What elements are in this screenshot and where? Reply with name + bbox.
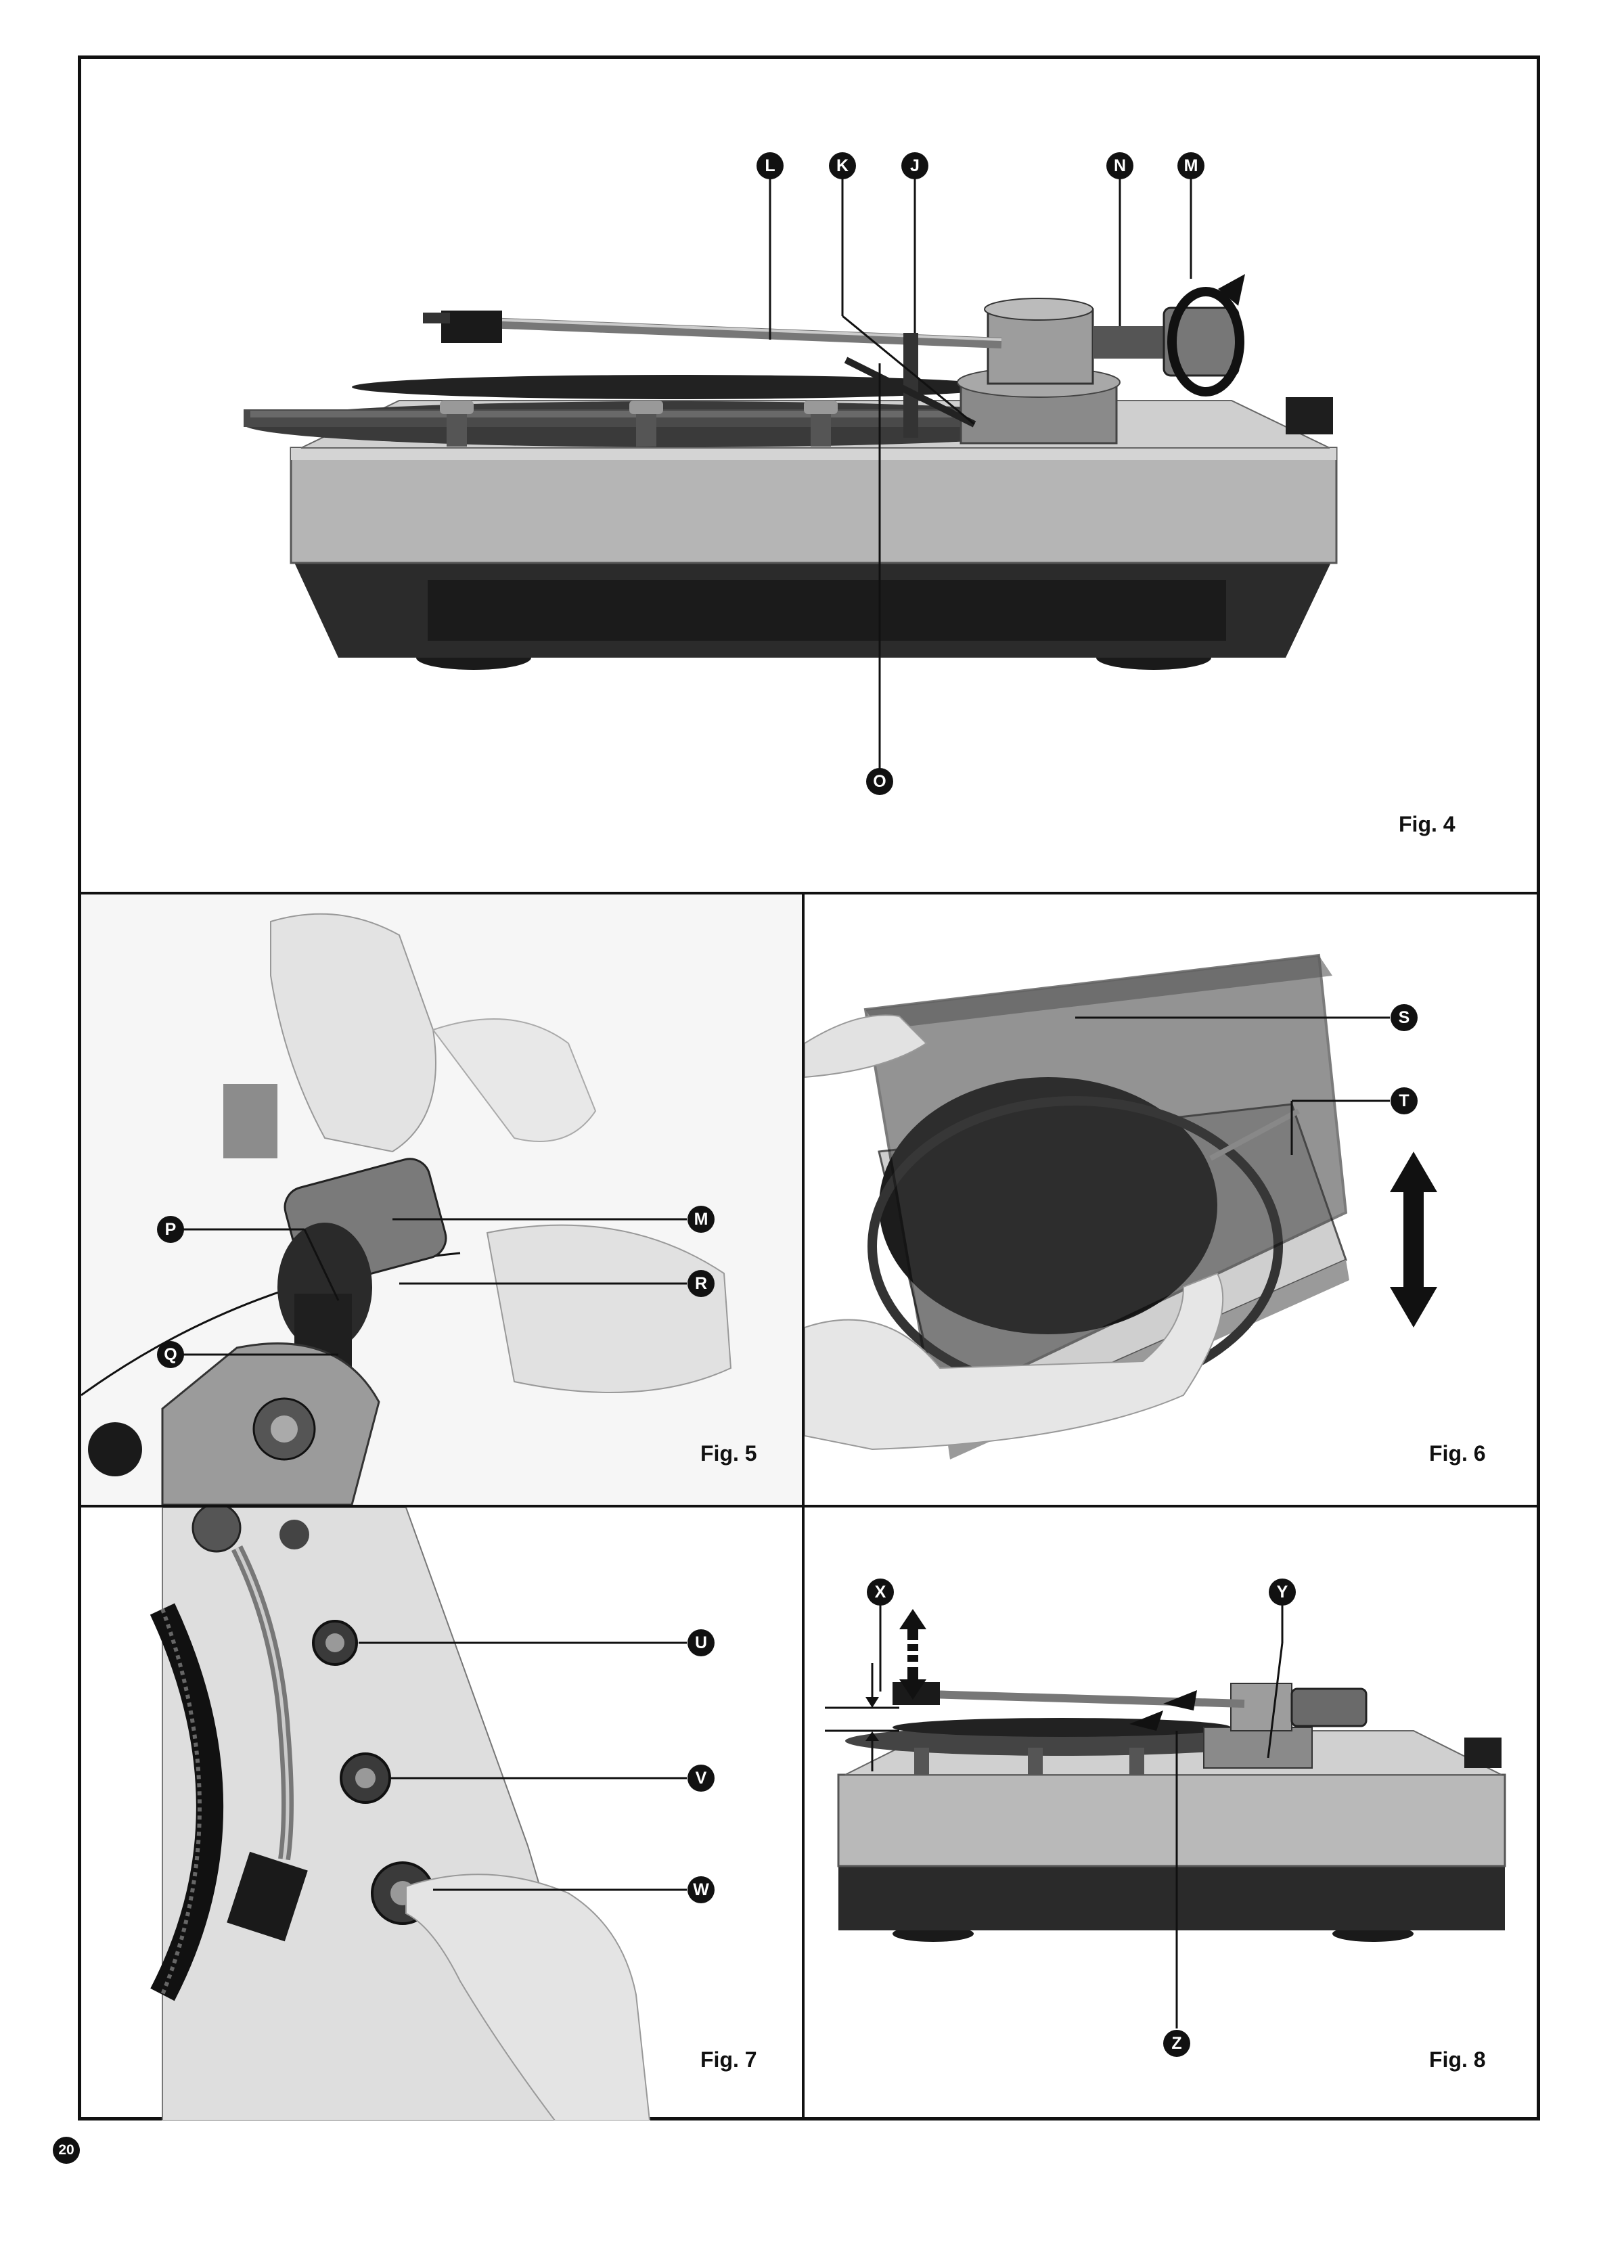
page-number: 20 bbox=[53, 2137, 80, 2164]
dust-cover-removal-illustration bbox=[805, 953, 1437, 1459]
figure-7-label: Fig. 7 bbox=[700, 2047, 757, 2072]
control-panel-top-view-illustration bbox=[150, 1507, 687, 2120]
figure-8-panel: X Y Z Fig. 8 bbox=[805, 1507, 1537, 2120]
callout-u: U bbox=[687, 1629, 715, 1656]
callout-p: P bbox=[157, 1216, 184, 1243]
figure-7-panel: U V W Fig. 7 bbox=[81, 1507, 802, 2120]
page-frame bbox=[78, 55, 1540, 2120]
callout-j: J bbox=[901, 152, 928, 179]
figure-5-panel: P M R Q Fig. 5 bbox=[81, 894, 802, 1505]
counterweight-adjustment-illustration bbox=[81, 894, 802, 1505]
callout-y: Y bbox=[1269, 1579, 1296, 1606]
callout-t: T bbox=[1391, 1087, 1418, 1114]
figure-6-panel: S T Fig. 6 bbox=[805, 894, 1537, 1505]
callout-q: Q bbox=[157, 1341, 184, 1368]
callout-m: M bbox=[1177, 152, 1204, 179]
figure-6-label: Fig. 6 bbox=[1429, 1441, 1486, 1466]
figure-4-panel: L K J N M O Fig. 4 bbox=[81, 59, 1537, 892]
callout-s: S bbox=[1391, 1004, 1418, 1031]
callout-r: R bbox=[687, 1270, 715, 1297]
figure-4-label: Fig. 4 bbox=[1399, 812, 1456, 836]
figure-5-label: Fig. 5 bbox=[700, 1441, 757, 1466]
callout-w: W bbox=[687, 1876, 715, 1903]
callout-n: N bbox=[1106, 152, 1133, 179]
callout-z: Z bbox=[1163, 2030, 1190, 2057]
callout-x: X bbox=[867, 1579, 894, 1606]
callout-l: L bbox=[757, 152, 784, 179]
arm-height-adjustment-illustration bbox=[825, 1602, 1506, 2028]
callout-o: O bbox=[866, 768, 893, 795]
divider-horizontal-top bbox=[78, 892, 1540, 894]
divider-vertical bbox=[802, 892, 805, 2120]
callout-v: V bbox=[687, 1765, 715, 1792]
callout-k: K bbox=[829, 152, 856, 179]
figure-8-label: Fig. 8 bbox=[1429, 2047, 1486, 2072]
divider-horizontal-middle bbox=[78, 1505, 1540, 1507]
turntable-side-view-illustration bbox=[244, 174, 1338, 769]
callout-m: M bbox=[687, 1206, 715, 1233]
